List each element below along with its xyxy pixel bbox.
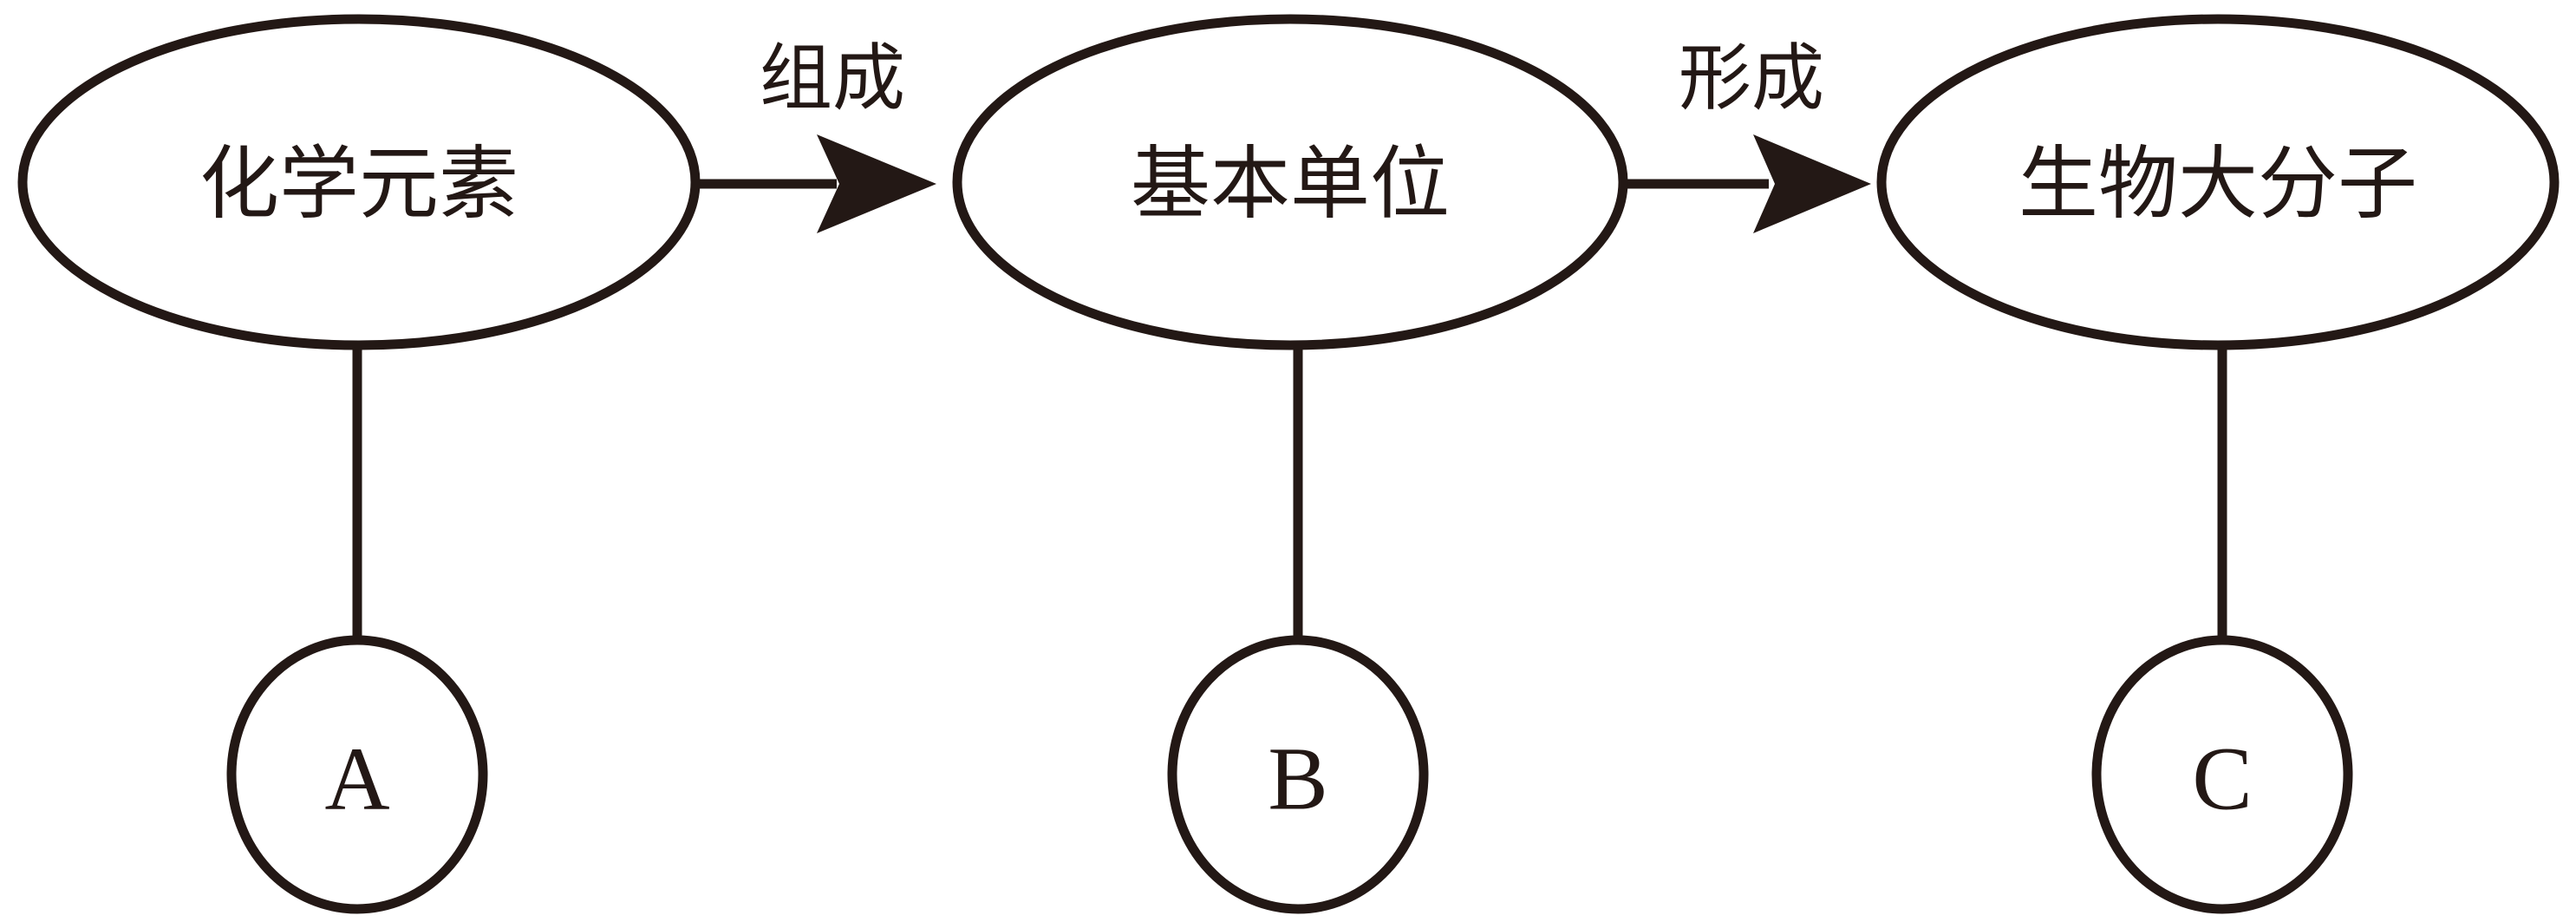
letter-c: C: [2192, 729, 2252, 829]
arrow-compose-head: [817, 134, 936, 233]
ellipse-elements: [17, 14, 701, 350]
label-macromolecules: 生物大分子: [2018, 138, 2417, 231]
circle-c: [2091, 635, 2353, 914]
edge-label-form: 形成: [1679, 36, 1824, 121]
edge-label-compose: 组成: [760, 36, 905, 121]
letter-b: B: [1268, 729, 1327, 829]
circle-a: [226, 635, 488, 914]
letter-a: A: [324, 729, 389, 829]
circle-b: [1167, 635, 1429, 914]
label-units: 基本单位: [1131, 138, 1450, 231]
arrow-form-head: [1753, 134, 1871, 233]
ellipse-units: [952, 14, 1628, 350]
label-elements: 化学元素: [199, 138, 518, 231]
ellipse-macromolecules: [1876, 14, 2560, 350]
